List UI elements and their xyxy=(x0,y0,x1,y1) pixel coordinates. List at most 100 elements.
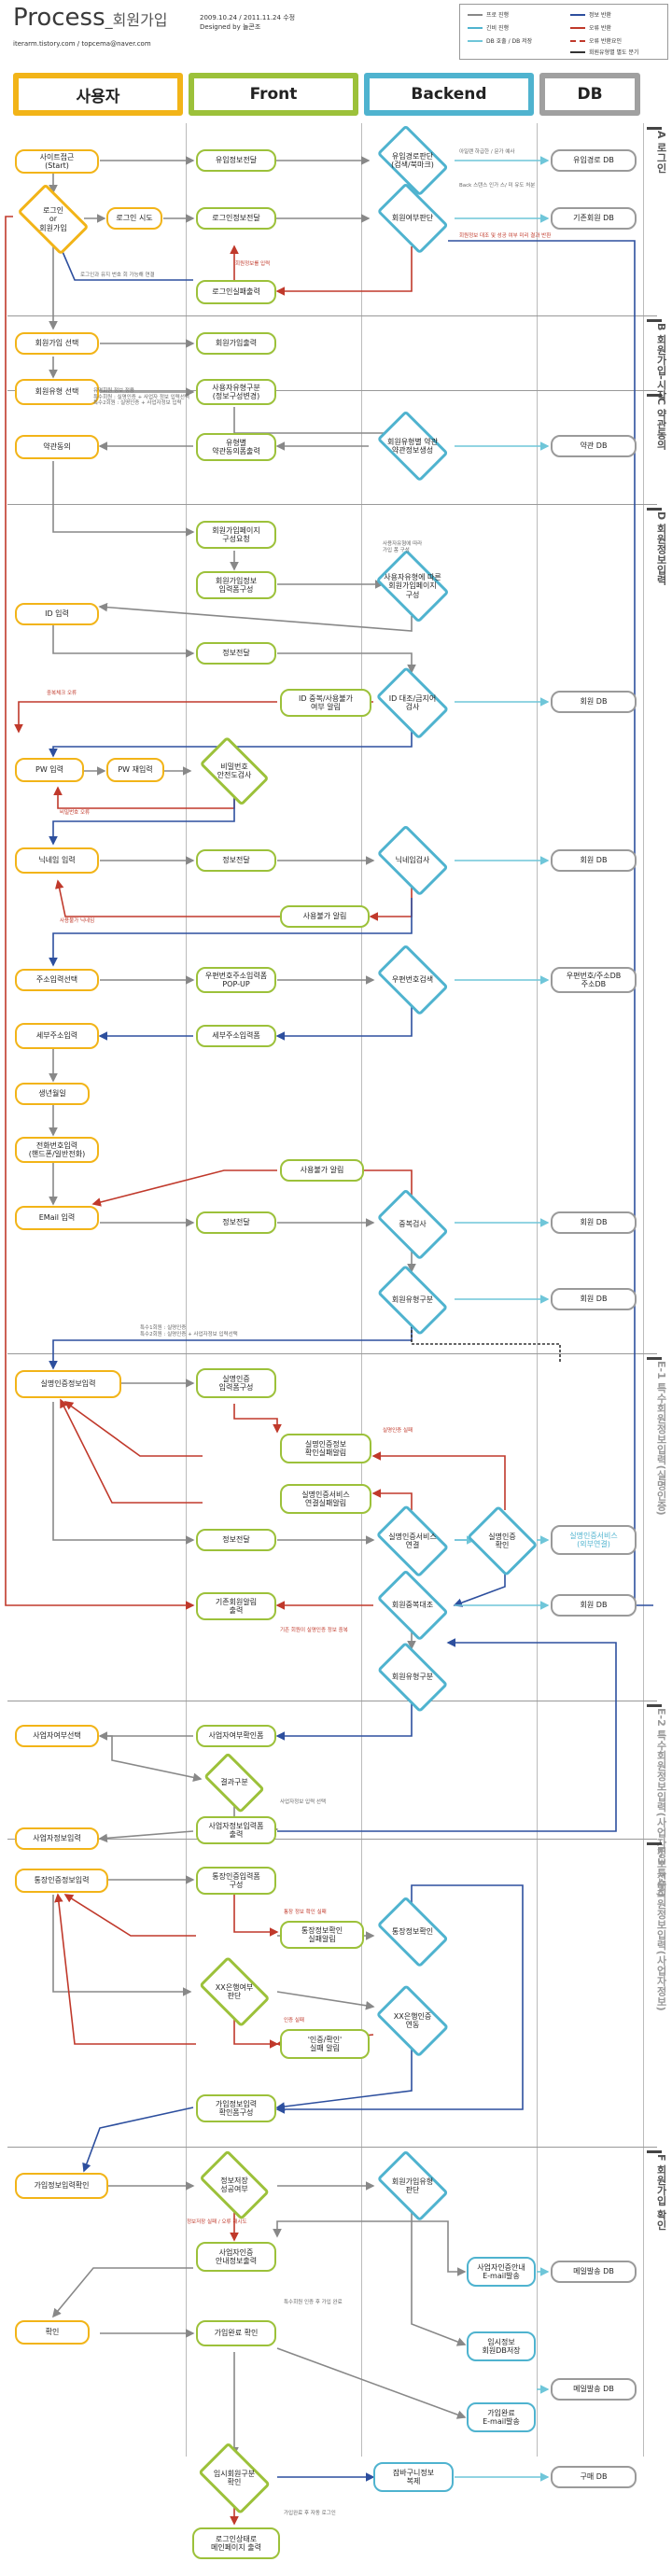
node-temp-member-check[interactable]: 임시회원구분 확인 xyxy=(192,2442,276,2514)
node-user-type-distinguish[interactable]: 사용자유형구분 (정보구성변경) xyxy=(196,379,276,405)
node-signup-select[interactable]: 회원가입 선택 xyxy=(15,332,99,355)
blog-link[interactable]: iterarm.tistory.com / topcema@naver.com xyxy=(13,40,151,48)
node-login-attempt[interactable]: 로그인 시도 xyxy=(106,207,162,230)
note: 사용자유형에 따라 가입 폼 구성 xyxy=(383,541,423,553)
section-marker xyxy=(647,1842,662,1845)
node-nickname-unavailable-alert[interactable]: 사용불가 알림 xyxy=(280,905,370,928)
node-email-unavailable-alert[interactable]: 사용불가 알림 xyxy=(280,1159,364,1182)
node-cart-copy[interactable]: 잠바구니정보 복제 xyxy=(373,2462,454,2492)
node-member-type-classify[interactable]: 회원유형구분 xyxy=(370,1264,455,1337)
node-bankbook-info-input[interactable]: 통장인증정보입력 xyxy=(15,1869,108,1893)
section-label-c: C 약관동의 xyxy=(655,398,667,450)
node-id-check[interactable]: ID 대조/금지어 검사 xyxy=(370,665,455,740)
node-realname-info-input[interactable]: 실명인증정보입력 xyxy=(15,1370,121,1398)
node-signup-type-judge[interactable]: 회원가입유형 판단 xyxy=(370,2149,455,2222)
node-detail-address-form[interactable]: 세부주소입력폼 xyxy=(196,1025,276,1047)
node-save-success-judge[interactable]: 정보저장 성공여부 xyxy=(192,2149,276,2220)
node-main-page-output[interactable]: 로그인상태로 메인페이지 출력 xyxy=(192,2527,280,2559)
node-signup-info-confirm[interactable]: 가입정보입력확인 xyxy=(15,2173,108,2199)
node-signup-confirm-form[interactable]: 가입정보입력 확인폼구성 xyxy=(196,2094,276,2122)
node-realname-fail-alert[interactable]: 실명인증정보 확인실패알림 xyxy=(280,1434,371,1463)
node-terms-form-output[interactable]: 유형별 약관동의폼출력 xyxy=(196,433,276,461)
node-referrer-info-send[interactable]: 유입정보전달 xyxy=(196,149,276,172)
node-existing-member-db[interactable]: 기존회원 DB xyxy=(551,207,637,230)
node-member-db-realname[interactable]: 회원 DB xyxy=(551,1594,637,1617)
node-id-duplicate-alert[interactable]: ID 중복/사용불가 여부 알림 xyxy=(280,689,371,717)
node-pw-reinput[interactable]: PW 재입력 xyxy=(106,758,164,782)
node-member-check[interactable]: 회원여부판단 xyxy=(370,182,455,255)
node-bankbook-confirm[interactable]: 통장정보확인 xyxy=(370,1896,455,1968)
node-info-send-nickname[interactable]: 정보전달 xyxy=(196,849,276,872)
node-phone-input[interactable]: 전화번호입력 (핸드폰/일반전화) xyxy=(15,1137,99,1163)
node-xx-bank-judge[interactable]: XX은행여부 판단 xyxy=(192,1955,276,2028)
node-login-or-signup[interactable]: 로그인 or 회원가입 xyxy=(9,183,97,256)
node-signup-complete-confirm[interactable]: 가입완료 확인 xyxy=(196,2320,276,2346)
node-birthdate[interactable]: 생년월일 xyxy=(15,1083,90,1105)
node-referrer-judge[interactable]: 유입경로판단 (검색/북마크) xyxy=(370,124,455,197)
node-auth-fail-alert[interactable]: '인증/확인' 실패 알림 xyxy=(280,2029,370,2059)
node-business-auth-email[interactable]: 사업자인증안내 E-mail발송 xyxy=(467,2257,536,2287)
node-address-select[interactable]: 주소입력선택 xyxy=(15,969,99,991)
node-signup-complete-email[interactable]: 가입완료 E-mail발송 xyxy=(467,2402,536,2432)
node-realname-external-service[interactable]: 실명인증서비스 (외부연결) xyxy=(551,1525,637,1555)
node-terms-agree[interactable]: 약관동의 xyxy=(15,435,99,459)
node-mail-db-2[interactable]: 메일발송 DB xyxy=(551,2378,637,2401)
node-member-type-select[interactable]: 회원유형 선택 xyxy=(15,379,99,405)
node-bankbook-form-build[interactable]: 통장인증입력폼 구성 xyxy=(196,1867,276,1895)
node-purchase-db[interactable]: 구매 DB xyxy=(551,2466,637,2488)
legend: 프로 진행 긴비 진행 DB 호출 / DB 저장 정보 반환 오류 반환 오류… xyxy=(459,4,668,60)
section-label-b: B 회원가입-시작 xyxy=(655,323,667,400)
node-pw-input[interactable]: PW 입력 xyxy=(15,758,84,782)
node-duplicate-check[interactable]: 중복검사 xyxy=(370,1188,455,1261)
node-info-send-id[interactable]: 정보전달 xyxy=(196,642,276,665)
node-business-auth-guide-output[interactable]: 사업자인증 안내정보출력 xyxy=(196,2242,276,2272)
title-main: Process xyxy=(13,4,105,32)
node-signup-page-request[interactable]: 회원가입페이지 구성요청 xyxy=(196,521,276,549)
node-signup-output[interactable]: 회원가입출력 xyxy=(196,332,276,355)
node-bankbook-fail-alert[interactable]: 통장정보확인 실패알림 xyxy=(280,1921,364,1949)
node-realname-service-fail-alert[interactable]: 실명인증서비스 연결실패알림 xyxy=(280,1484,371,1514)
node-result-classify[interactable]: 결과구분 xyxy=(198,1752,271,1813)
node-business-form-output[interactable]: 사업자정보입력폼 출력 xyxy=(196,1816,276,1844)
node-zipcode-search[interactable]: 우편번호검색 xyxy=(370,944,455,1016)
node-referrer-db[interactable]: 유입경로 DB xyxy=(551,149,637,172)
node-site-access-start[interactable]: 사이트접근 (Start) xyxy=(15,149,99,174)
node-info-send-realname[interactable]: 정보전달 xyxy=(196,1529,276,1551)
node-address-db[interactable]: 우편번호/주소DB 주소DB xyxy=(551,967,637,993)
decision-label: 결과구분 xyxy=(220,1778,248,1787)
node-business-info-input[interactable]: 사업자정보입력 xyxy=(15,1827,99,1850)
node-signup-page-build[interactable]: 사용자유형에 따른 회원가입페이지 구성 xyxy=(370,549,455,623)
node-terms-generate[interactable]: 회원유형별 약관 약관정보생성 xyxy=(370,410,455,483)
node-member-db-type[interactable]: 회원 DB xyxy=(551,1288,637,1310)
node-business-check-form[interactable]: 사업자여부확인폼 xyxy=(196,1725,276,1747)
node-login-fail-output[interactable]: 로그인실패출력 xyxy=(196,280,276,304)
node-member-db-nickname[interactable]: 회원 DB xyxy=(551,849,637,872)
node-terms-db[interactable]: 약관 DB xyxy=(551,435,637,457)
node-realname-confirm[interactable]: 실명인증 확인 xyxy=(463,1505,541,1577)
node-business-select[interactable]: 사업자여부선택 xyxy=(15,1725,99,1747)
node-nickname-check[interactable]: 닉네임검사 xyxy=(370,824,455,897)
node-member-db-id[interactable]: 회원 DB xyxy=(551,691,637,713)
node-member-type-classify-2[interactable]: 회원유형구분 xyxy=(370,1641,455,1714)
node-email-input[interactable]: EMail 입력 xyxy=(15,1206,99,1230)
node-temp-info-save[interactable]: 임시정보 회원DB저장 xyxy=(467,2331,536,2361)
node-zipcode-popup[interactable]: 우편번호주소입력폼 POP-UP xyxy=(196,967,276,993)
node-xx-bank-auth[interactable]: XX은행인증 연동 xyxy=(370,1983,455,2058)
node-realname-service-connect[interactable]: 실명인증서비스 연결 xyxy=(370,1504,455,1578)
node-member-duplicate-check[interactable]: 회원중복대조 xyxy=(370,1569,455,1642)
node-signup-form-build[interactable]: 회원가입정보 입력폼구성 xyxy=(196,571,276,599)
decision-label: 실명인증 확인 xyxy=(488,1532,516,1549)
node-pw-strength-check[interactable]: 비밀번호 안전도검사 xyxy=(192,735,276,806)
node-nickname-input[interactable]: 닉네임 입력 xyxy=(15,847,99,874)
node-confirm[interactable]: 확인 xyxy=(15,2320,90,2345)
node-mail-db-1[interactable]: 메일발송 DB xyxy=(551,2261,637,2283)
decision-label: 회원중복대조 xyxy=(391,1601,434,1610)
node-detail-address-input[interactable]: 세부주소입력 xyxy=(15,1023,99,1049)
node-member-db-email[interactable]: 회원 DB xyxy=(551,1211,637,1234)
node-realname-form-build[interactable]: 실명인증 입력폼구성 xyxy=(196,1368,276,1398)
legend-label-flow2: 긴비 진행 xyxy=(486,25,509,32)
node-id-input[interactable]: ID 입력 xyxy=(15,603,99,625)
node-login-info-send[interactable]: 로그인정보전달 xyxy=(196,207,276,230)
node-info-send-email[interactable]: 정보전달 xyxy=(196,1211,276,1234)
node-existing-member-alert[interactable]: 기존회원알림 출력 xyxy=(196,1592,276,1620)
